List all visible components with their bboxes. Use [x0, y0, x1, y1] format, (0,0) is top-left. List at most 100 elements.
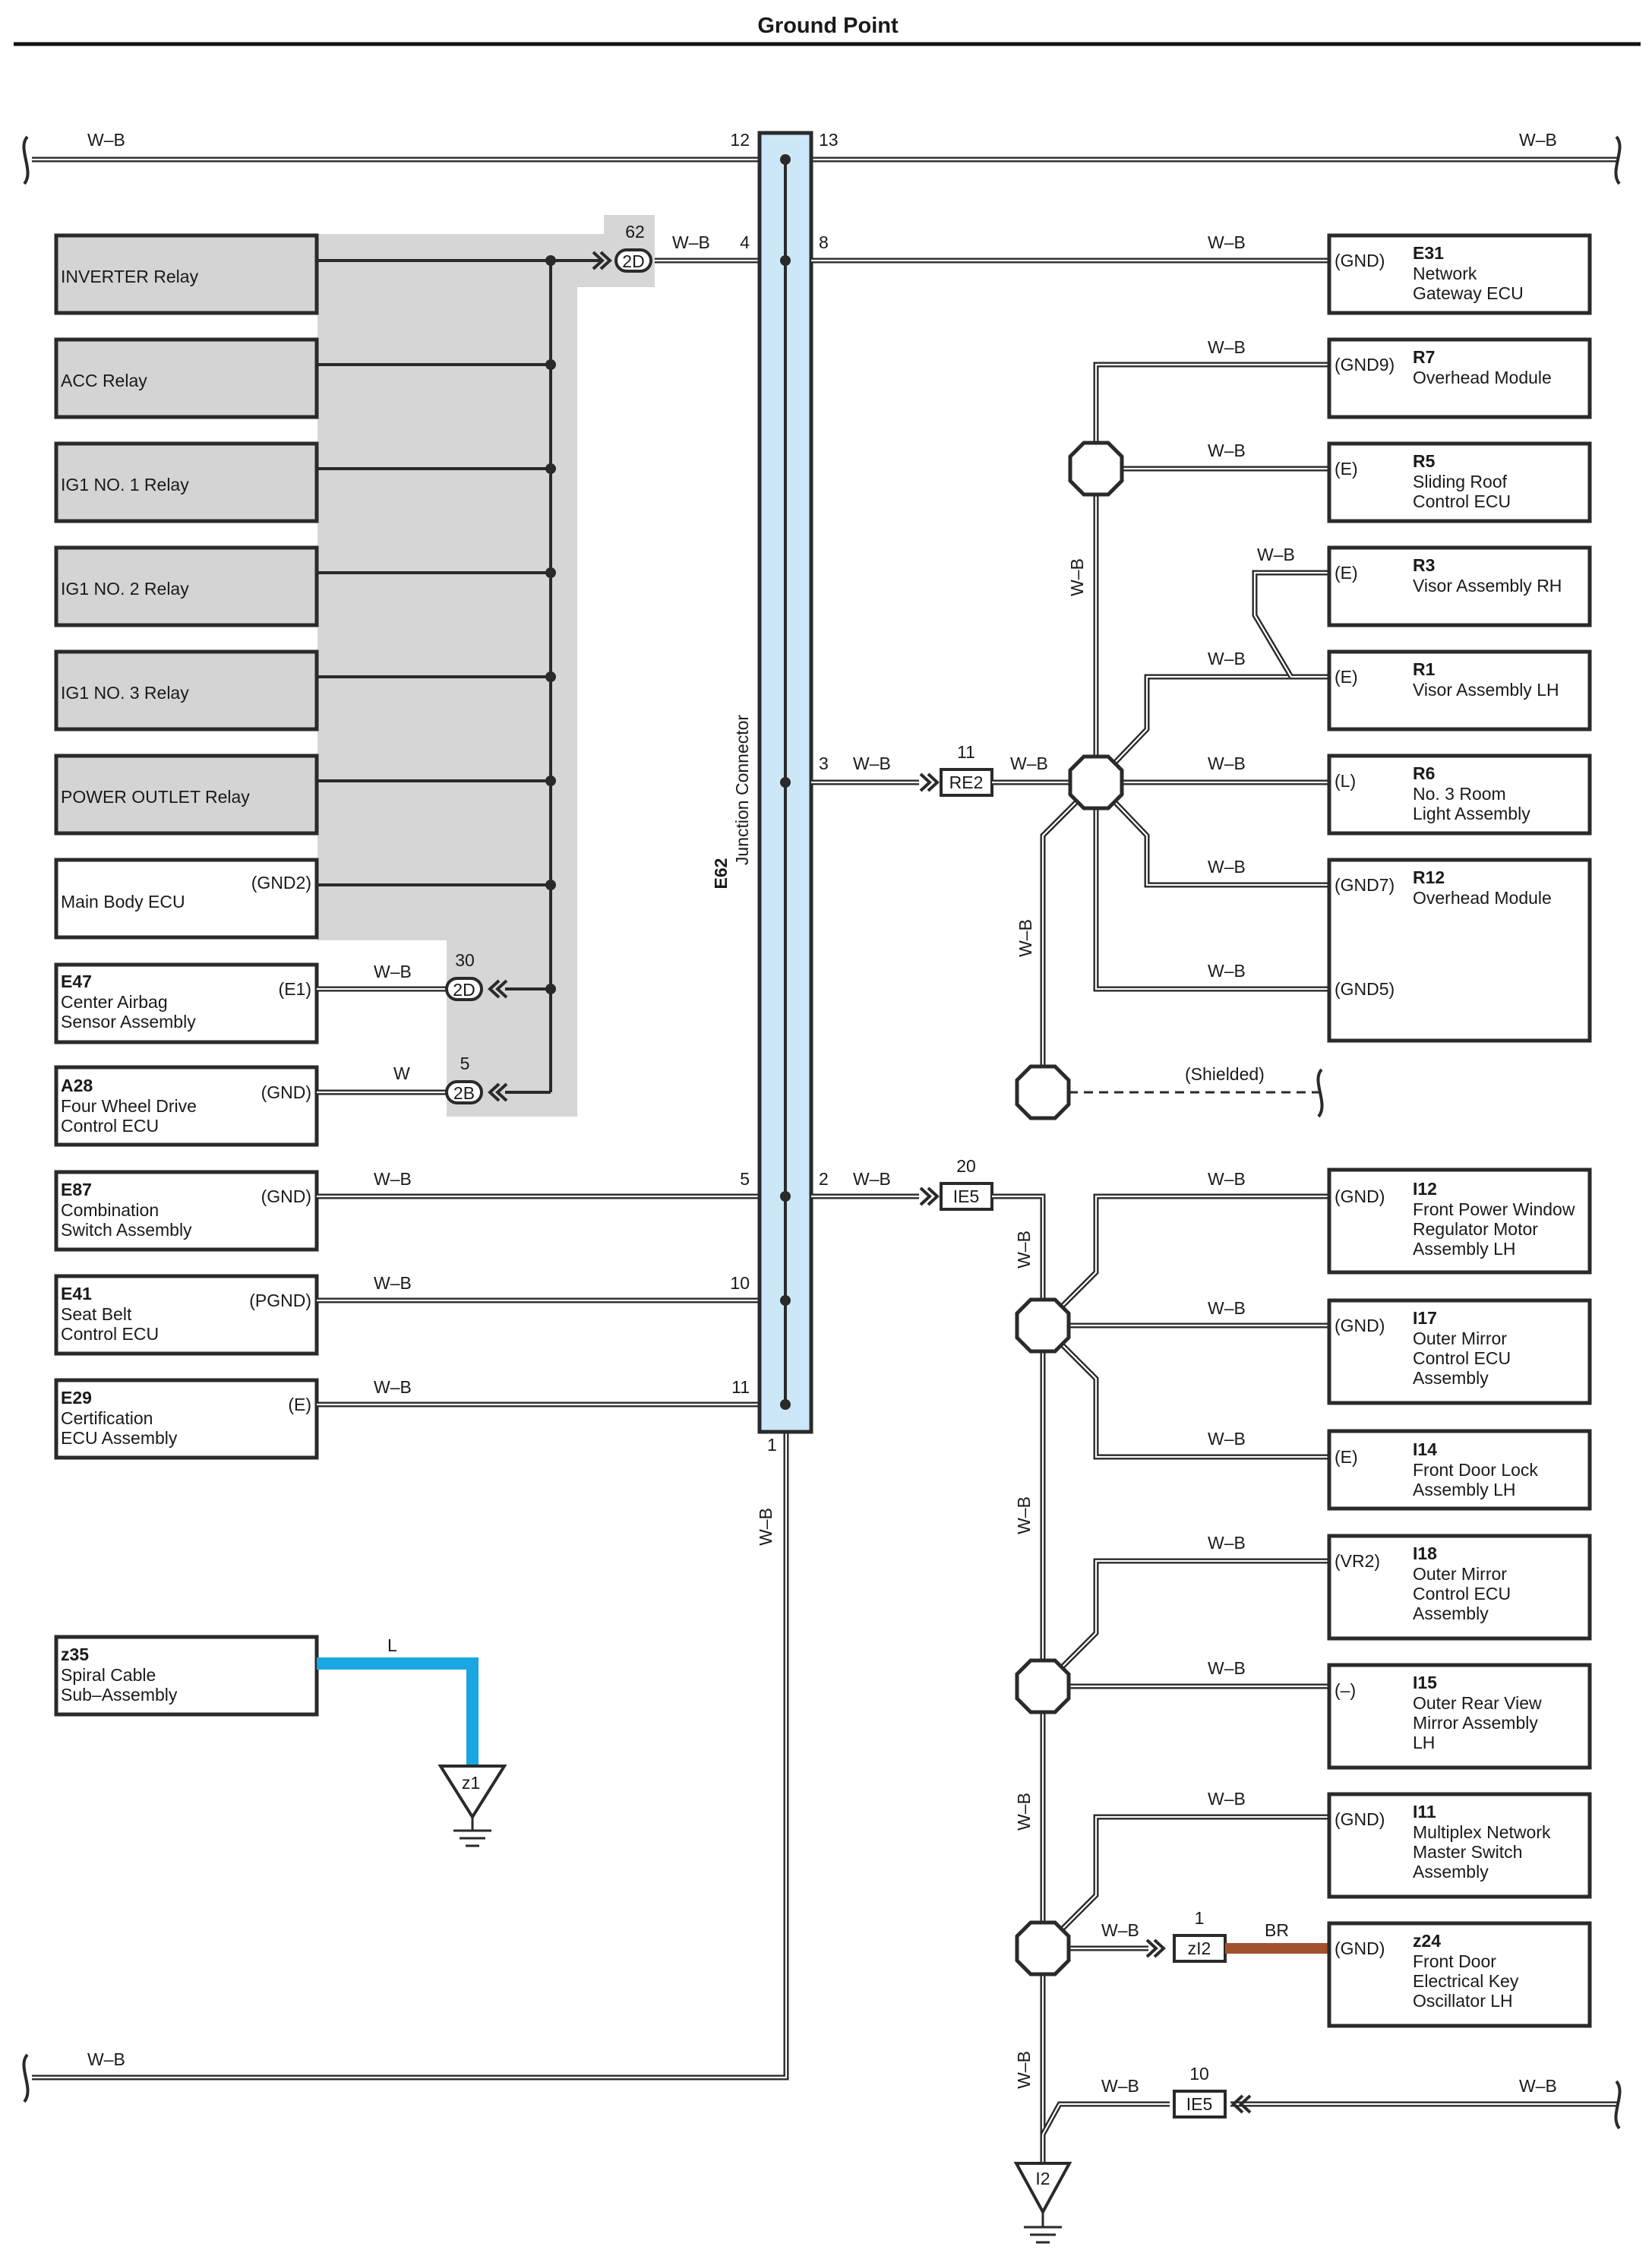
- wire-e47: W–B: [317, 962, 447, 992]
- svg-text:R5: R5: [1413, 451, 1436, 471]
- svg-text:(–): (–): [1335, 1680, 1356, 1700]
- ground-i2: I2: [1013, 2162, 1072, 2244]
- upper-splice-wires: W–B W–B W–B W–B W–B W–B W–B W–B W–B: [1016, 337, 1329, 1092]
- main-body-ecu: Main Body ECU (GND2): [54, 858, 319, 940]
- svg-text:W–B: W–B: [672, 232, 710, 252]
- svg-text:W–B: W–B: [1014, 1793, 1034, 1831]
- svg-text:A28: A28: [61, 1076, 93, 1095]
- svg-text:2: 2: [819, 1169, 829, 1189]
- svg-text:I11: I11: [1413, 1802, 1436, 1822]
- svg-text:Assembly LH: Assembly LH: [1413, 1480, 1515, 1499]
- svg-text:W–B: W–B: [1208, 754, 1246, 773]
- svg-text:Assembly LH: Assembly LH: [1413, 1239, 1515, 1259]
- component-e29: E29 Certification ECU Assembly (E): [54, 1378, 319, 1460]
- component-e47: E47 Center Airbag Sensor Assembly (E1): [54, 962, 319, 1044]
- page-title: Ground Point: [757, 14, 899, 38]
- svg-text:W: W: [393, 1063, 410, 1083]
- relay-power-outlet: POWER OUTLET Relay: [54, 754, 319, 836]
- svg-text:(GND9): (GND9): [1335, 355, 1395, 374]
- svg-text:(GND): (GND): [1335, 1938, 1385, 1958]
- svg-text:Four Wheel Drive: Four Wheel Drive: [61, 1096, 197, 1116]
- svg-text:W–B: W–B: [1208, 1429, 1246, 1449]
- svg-text:(E1): (E1): [279, 979, 311, 999]
- svg-text:10: 10: [1189, 2064, 1209, 2084]
- svg-text:W–B: W–B: [374, 1169, 412, 1189]
- svg-text:W–B: W–B: [1208, 1298, 1246, 1318]
- svg-text:(GND): (GND): [1335, 1186, 1385, 1206]
- svg-text:z1: z1: [462, 1773, 480, 1793]
- svg-text:Center Airbag: Center Airbag: [61, 992, 168, 1012]
- svg-text:Outer Mirror: Outer Mirror: [1413, 1564, 1507, 1584]
- svg-text:(GND): (GND): [1335, 251, 1385, 270]
- svg-text:I17: I17: [1413, 1308, 1437, 1328]
- svg-text:Control ECU: Control ECU: [1413, 1584, 1511, 1604]
- wire-break-left-top: [22, 135, 30, 185]
- svg-text:W–B: W–B: [1016, 919, 1035, 957]
- svg-text:W–B: W–B: [1010, 754, 1048, 773]
- component-i14: (E) I14 Front Door Lock Assembly LH: [1327, 1429, 1592, 1511]
- svg-text:W–B: W–B: [1208, 857, 1246, 877]
- svg-text:W–B: W–B: [853, 1169, 891, 1189]
- svg-text:R3: R3: [1413, 555, 1435, 575]
- svg-text:E47: E47: [61, 972, 92, 991]
- component-r5: (E) R5 Sliding Roof Control ECU: [1327, 441, 1592, 523]
- svg-text:Network: Network: [1413, 264, 1477, 283]
- svg-text:Front Door: Front Door: [1413, 1951, 1496, 1971]
- junction-connector-e62: E62 Junction Connector: [711, 131, 813, 1434]
- connector-2b: 2B 5: [445, 1054, 508, 1104]
- svg-text:Control ECU: Control ECU: [61, 1324, 159, 1344]
- wire-re2-splice: W–B: [992, 754, 1071, 785]
- svg-text:Overhead Module: Overhead Module: [1413, 368, 1552, 387]
- wire-label-top-right: W–B: [1519, 130, 1557, 150]
- relay-shade-area: [317, 215, 655, 1117]
- svg-text:W–B: W–B: [374, 1273, 412, 1293]
- svg-text:ACC Relay: ACC Relay: [61, 371, 147, 390]
- svg-text:Sensor Assembly: Sensor Assembly: [61, 1012, 196, 1032]
- svg-text:Switch Assembly: Switch Assembly: [61, 1220, 192, 1240]
- svg-text:Control ECU: Control ECU: [1413, 491, 1511, 511]
- ground-z1: z1: [437, 1765, 507, 1847]
- svg-text:5: 5: [460, 1054, 470, 1073]
- wire-pin1-bottom: W–B W–B 1: [32, 1432, 789, 2081]
- component-i15: (–) I15 Outer Rear View Mirror Assembly …: [1327, 1663, 1592, 1770]
- svg-text:Combination: Combination: [61, 1200, 159, 1220]
- svg-text:W–B: W–B: [1208, 1658, 1246, 1678]
- svg-text:(GND): (GND): [1335, 1316, 1385, 1335]
- svg-text:Sub–Assembly: Sub–Assembly: [61, 1685, 178, 1705]
- svg-text:R7: R7: [1413, 347, 1435, 367]
- svg-text:R1: R1: [1413, 659, 1436, 679]
- svg-text:Outer Mirror: Outer Mirror: [1413, 1329, 1507, 1348]
- svg-text:E41: E41: [61, 1284, 92, 1303]
- relay-inverter: INVERTER Relay: [54, 233, 319, 315]
- svg-text:W–B: W–B: [87, 2049, 125, 2069]
- svg-text:LH: LH: [1413, 1733, 1435, 1752]
- svg-text:No. 3 Room: No. 3 Room: [1413, 784, 1506, 804]
- svg-text:2B: 2B: [453, 1083, 475, 1103]
- svg-text:E87: E87: [61, 1180, 92, 1199]
- svg-text:2D: 2D: [453, 980, 475, 1000]
- svg-text:ECU Assembly: ECU Assembly: [61, 1428, 178, 1448]
- svg-text:Front Door Lock: Front Door Lock: [1413, 1460, 1538, 1480]
- svg-text:(VR2): (VR2): [1335, 1551, 1380, 1571]
- svg-text:Assembly: Assembly: [1413, 1604, 1489, 1623]
- svg-text:W–B: W–B: [1014, 1496, 1034, 1534]
- svg-text:Seat Belt: Seat Belt: [61, 1304, 132, 1324]
- relay-ig1-no1: IG1 NO. 1 Relay: [54, 441, 319, 523]
- wire-br: BR: [1225, 1920, 1329, 1954]
- lower-splice-wires: W–B W–B W–B W–B W–B W–B W–B W–B W–B W–B …: [992, 1169, 1618, 2172]
- component-r7: (GND9) R7 Overhead Module: [1327, 337, 1592, 419]
- svg-text:(L): (L): [1335, 771, 1356, 791]
- svg-text:L: L: [387, 1635, 397, 1655]
- svg-text:zI2: zI2: [1188, 1938, 1211, 1958]
- svg-text:(GND2): (GND2): [251, 873, 311, 893]
- connector-ie5-b: IE5 10: [1173, 2064, 1252, 2119]
- svg-text:Outer Rear View: Outer Rear View: [1413, 1693, 1542, 1713]
- svg-text:Mirror Assembly: Mirror Assembly: [1413, 1713, 1538, 1733]
- connector-ie5-a: IE5 20: [940, 1156, 993, 1211]
- svg-text:11: 11: [731, 1377, 750, 1397]
- svg-text:Multiplex Network: Multiplex Network: [1413, 1822, 1551, 1842]
- svg-text:Front Power Window: Front Power Window: [1413, 1199, 1575, 1219]
- svg-text:(GND): (GND): [261, 1186, 311, 1206]
- svg-text:W–B: W–B: [1257, 545, 1295, 564]
- svg-text:(GND7): (GND7): [1335, 875, 1395, 895]
